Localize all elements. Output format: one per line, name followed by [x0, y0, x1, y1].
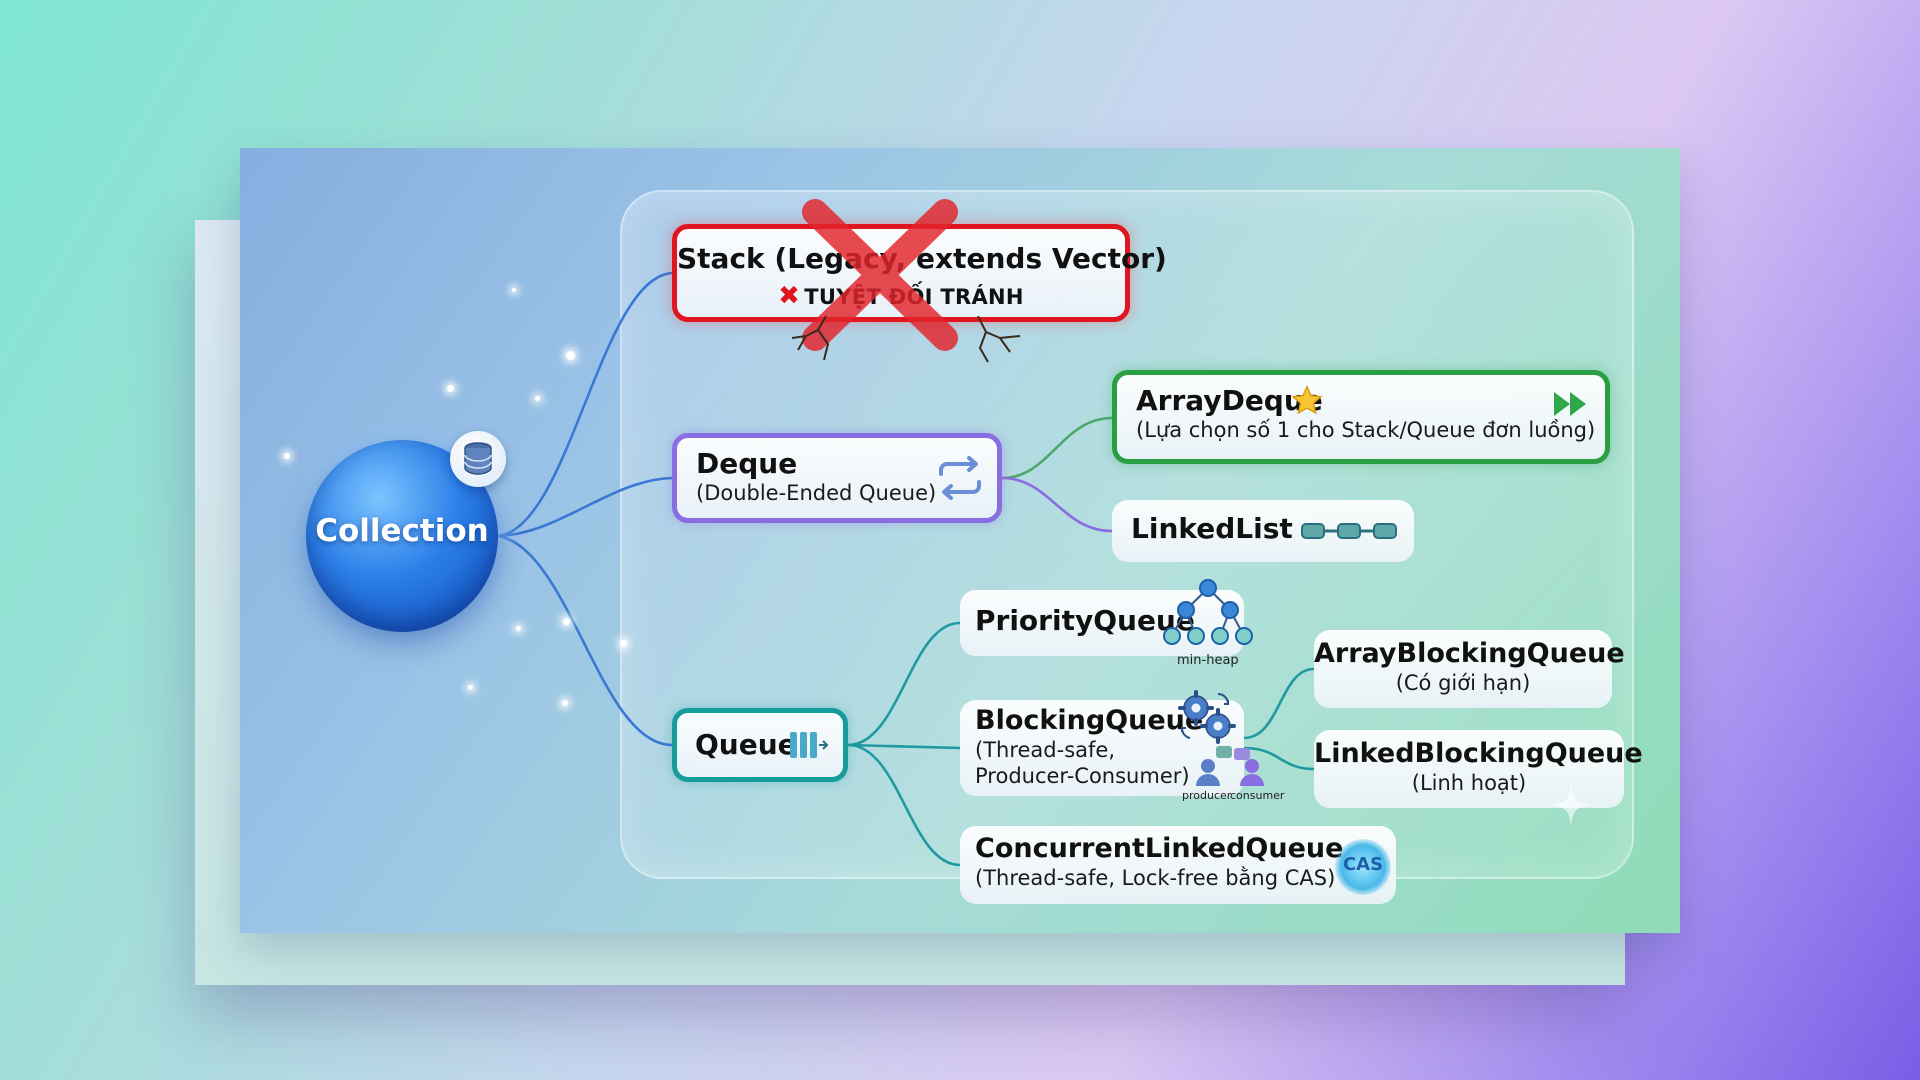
- clq-subtitle: (Thread-safe, Lock-free bằng CAS): [975, 866, 1336, 890]
- producer-label: producer: [1182, 789, 1232, 802]
- edge-queue-blockingqueue: [846, 743, 962, 750]
- sparkle: [535, 396, 540, 401]
- blockingqueue-title: BlockingQueue: [975, 705, 1204, 736]
- edge-deque-arraydeque: [1000, 416, 1114, 480]
- linkedlist-title: LinkedList: [1131, 512, 1293, 545]
- sparkle: [563, 618, 570, 625]
- sparkle: [566, 351, 575, 360]
- chain-links-icon: [1301, 523, 1397, 539]
- sparkle: [468, 685, 473, 690]
- sparkle-star-icon: [1550, 784, 1592, 826]
- queue-node[interactable]: Queue: [672, 708, 848, 782]
- edge-bq-lbq: [1242, 746, 1316, 771]
- producer-consumer-icon: [1196, 746, 1264, 786]
- queue-bars-icon: [790, 732, 829, 758]
- edge-collection-deque: [496, 476, 674, 538]
- priorityqueue-node[interactable]: PriorityQueue: [960, 590, 1244, 656]
- edge-deque-linkedlist: [1000, 476, 1114, 533]
- red-x-icon: ✖: [778, 281, 801, 311]
- sparkle: [447, 385, 454, 392]
- deque-title: Deque: [696, 447, 798, 480]
- blockingqueue-node[interactable]: BlockingQueue (Thread-safe, Producer-Con…: [960, 700, 1244, 796]
- lbq-subtitle: (Linh hoạt): [1411, 771, 1527, 795]
- concurrentlinkedqueue-node[interactable]: ConcurrentLinkedQueue (Thread-safe, Lock…: [960, 826, 1396, 904]
- sparkle: [516, 626, 521, 631]
- swap-arrows-icon: [939, 456, 981, 500]
- clq-title: ConcurrentLinkedQueue: [975, 833, 1344, 864]
- sparkle: [620, 640, 627, 647]
- star-icon: [1291, 385, 1323, 415]
- blockingqueue-line1: (Thread-safe,: [975, 738, 1115, 762]
- min-heap-caption: min-heap: [1177, 653, 1239, 668]
- edge-queue-priorityqueue: [846, 621, 962, 747]
- queue-title: Queue: [695, 728, 797, 761]
- gears-icon: [1178, 690, 1236, 744]
- sparkle: [512, 288, 516, 292]
- deque-subtitle: (Double-Ended Queue): [696, 481, 937, 505]
- deque-node[interactable]: Deque (Double-Ended Queue): [672, 433, 1002, 523]
- heap-tree-icon: [1163, 579, 1253, 645]
- stack-node[interactable]: Stack (Legacy, extends Vector) ✖TUYỆT ĐỐ…: [672, 224, 1167, 322]
- edge-collection-queue: [496, 534, 674, 747]
- linkedlist-node[interactable]: LinkedList: [1112, 500, 1414, 562]
- consumer-label: consumer: [1230, 789, 1285, 802]
- big-red-x-icon: [802, 199, 958, 351]
- arraydeque-node[interactable]: ArrayDeque (Lựa chọn số 1 cho Stack/Queu…: [1112, 370, 1610, 464]
- sparkle: [562, 700, 568, 706]
- lbq-title: LinkedBlockingQueue: [1314, 738, 1643, 769]
- crack-icon: [791, 316, 1021, 363]
- cas-badge-icon: [1335, 839, 1391, 895]
- linkedblockingqueue-node[interactable]: LinkedBlockingQueue (Linh hoạt): [1314, 730, 1643, 808]
- diagram-card: Collection Stack (Legacy, extends Vector…: [240, 148, 1680, 933]
- database-icon: [450, 431, 506, 487]
- edge-bq-abq: [1242, 667, 1316, 740]
- collection-label: Collection: [315, 513, 489, 549]
- abq-title: ArrayBlockingQueue: [1314, 638, 1625, 669]
- arraydeque-subtitle: (Lựa chọn số 1 cho Stack/Queue đơn luồng…: [1136, 418, 1596, 442]
- priorityqueue-title: PriorityQueue: [975, 604, 1195, 637]
- connector-lines: [496, 271, 1316, 867]
- blockingqueue-line2: Producer-Consumer): [975, 764, 1190, 788]
- arrayblockingqueue-node[interactable]: ArrayBlockingQueue (Có giới hạn): [1314, 630, 1625, 708]
- abq-subtitle: (Có giới hạn): [1395, 671, 1531, 695]
- fast-forward-icon: [1554, 392, 1586, 416]
- cas-badge-label: CAS: [1342, 854, 1384, 875]
- arraydeque-title: ArrayDeque: [1136, 384, 1323, 417]
- edge-collection-stack: [496, 271, 674, 538]
- edge-queue-clq: [846, 743, 962, 867]
- sparkle: [284, 453, 290, 459]
